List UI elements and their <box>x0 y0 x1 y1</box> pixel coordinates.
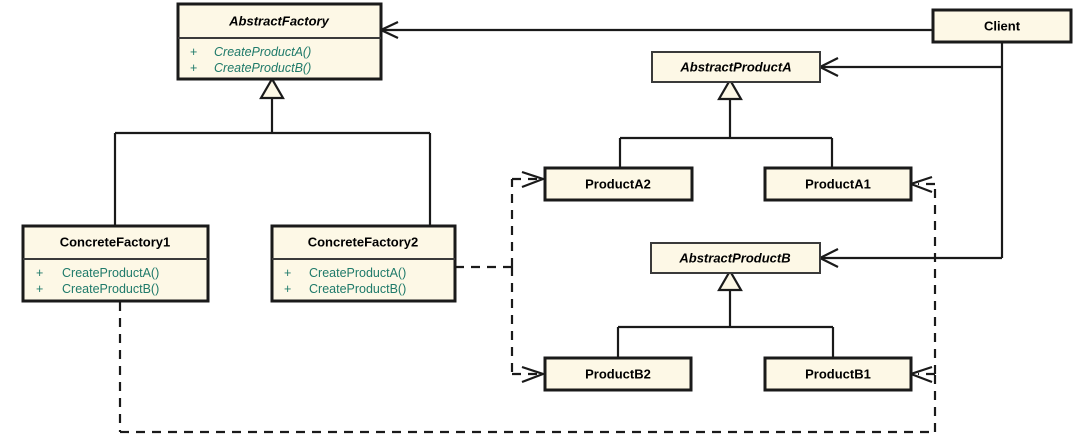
edge-client-to-abstractproductb <box>817 248 1002 268</box>
visibility-marker: + <box>36 282 43 296</box>
class-name-product-a1: ProductA1 <box>805 176 871 191</box>
edges-group <box>113 21 1004 434</box>
operation-createproductb: CreateProductB() <box>62 282 159 296</box>
class-name-abstract-factory: AbstractFactory <box>228 13 329 28</box>
class-name-product-b1: ProductB1 <box>805 366 871 381</box>
class-box-product-a2[interactable]: ProductA2 <box>543 166 694 202</box>
operation-createproducta: CreateProductA() <box>62 266 159 280</box>
class-box-concrete-factory-1[interactable]: ConcreteFactory1 + CreateProductA() + Cr… <box>21 224 210 303</box>
operation-createproducta: CreateProductA() <box>309 266 406 280</box>
class-box-abstract-factory[interactable]: AbstractFactory + CreateProductA() + Cre… <box>176 2 383 81</box>
class-name-concrete-factory-2: ConcreteFactory2 <box>308 234 419 249</box>
edge-generalization-producta <box>618 77 834 168</box>
class-name-abstract-product-b: AbstractProductB <box>678 250 790 265</box>
edge-client-to-abstractfactory <box>378 21 933 39</box>
edge-generalization-productb <box>616 268 835 358</box>
class-name-concrete-factory-1: ConcreteFactory1 <box>60 234 171 249</box>
edge-client-to-abstractproducta <box>817 57 1002 77</box>
class-name-abstract-product-a: AbstractProductA <box>679 59 791 74</box>
edge-generalization-factories <box>113 76 432 226</box>
class-name-client: Client <box>984 18 1021 33</box>
visibility-marker: + <box>36 266 43 280</box>
class-box-product-a1[interactable]: ProductA1 <box>763 166 913 202</box>
operation-createproducta: CreateProductA() <box>214 45 311 59</box>
class-box-abstract-product-b[interactable]: AbstractProductB <box>650 242 821 274</box>
class-box-concrete-factory-2[interactable]: ConcreteFactory2 + CreateProductA() + Cr… <box>270 224 457 303</box>
class-box-abstract-product-a[interactable]: AbstractProductA <box>651 51 821 83</box>
class-box-product-b2[interactable]: ProductB2 <box>543 356 693 392</box>
class-name-product-b2: ProductB2 <box>585 366 651 381</box>
class-name-product-a2: ProductA2 <box>585 176 651 191</box>
class-box-client[interactable]: Client <box>931 8 1073 44</box>
visibility-marker: + <box>190 61 197 75</box>
visibility-marker: + <box>284 282 291 296</box>
visibility-marker: + <box>284 266 291 280</box>
edge-dependency-factory1 <box>118 175 937 434</box>
operation-createproductb: CreateProductB() <box>214 61 311 75</box>
visibility-marker: + <box>190 45 197 59</box>
class-box-product-b1[interactable]: ProductB1 <box>763 356 913 392</box>
operation-createproductb: CreateProductB() <box>309 282 406 296</box>
edge-dependency-factory2 <box>455 170 547 384</box>
